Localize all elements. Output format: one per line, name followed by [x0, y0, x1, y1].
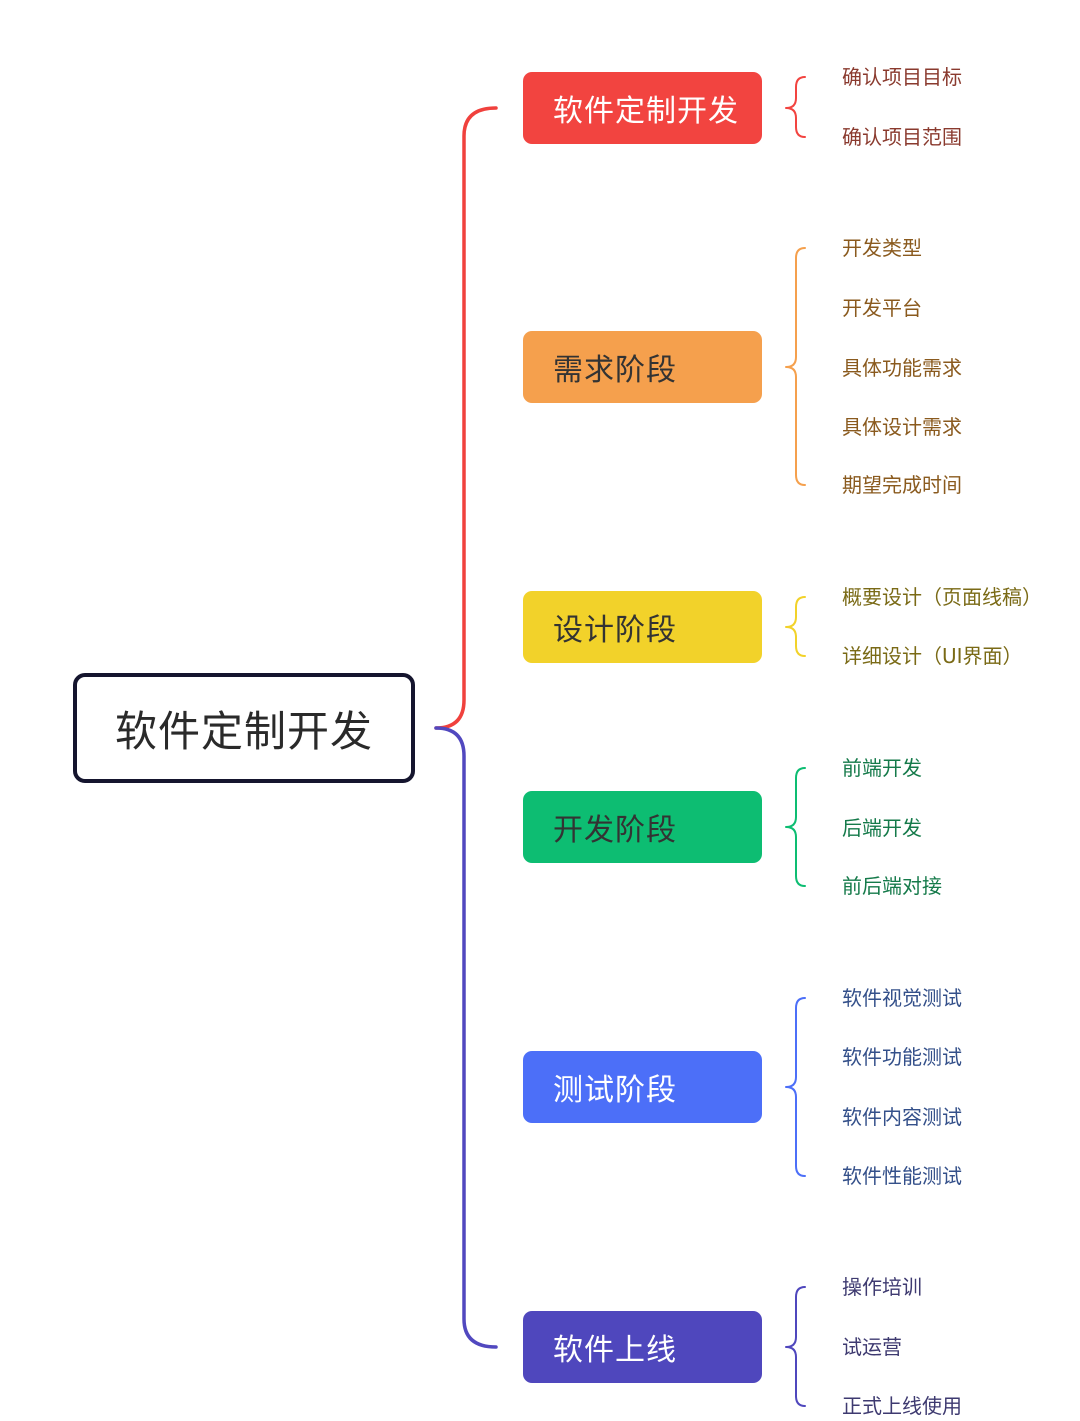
leaf-item: 正式上线使用 [842, 1394, 962, 1418]
leaf-item: 具体功能需求 [842, 356, 962, 380]
brace [785, 1286, 806, 1407]
brace [785, 76, 806, 138]
branch-node: 需求阶段 [523, 331, 762, 403]
leaf-item: 详细设计（UI界面） [842, 644, 1023, 668]
brace [785, 247, 806, 486]
branch-node-label: 需求阶段 [553, 353, 677, 388]
branch-node-label: 测试阶段 [553, 1073, 677, 1108]
leaf-item: 开发平台 [842, 296, 922, 320]
root-node: 软件定制开发 [73, 673, 415, 783]
branch-node-label: 软件上线 [553, 1333, 677, 1368]
branch-node-label: 开发阶段 [553, 813, 677, 848]
branch-node-label: 设计阶段 [553, 613, 677, 648]
branch-node: 软件上线 [523, 1311, 762, 1383]
leaf-item: 前端开发 [842, 756, 922, 780]
brace [785, 997, 806, 1177]
leaf-item: 确认项目范围 [842, 125, 962, 149]
connector-lower [434, 726, 498, 1349]
leaf-item: 试运营 [842, 1335, 902, 1359]
leaf-item: 软件性能测试 [842, 1164, 962, 1188]
leaf-item: 软件视觉测试 [842, 986, 962, 1010]
branch-node: 设计阶段 [523, 591, 762, 663]
brace [785, 596, 806, 657]
leaf-item: 软件内容测试 [842, 1105, 962, 1129]
leaf-item: 操作培训 [842, 1275, 922, 1299]
root-node-label: 软件定制开发 [114, 706, 373, 756]
branch-node: 开发阶段 [523, 791, 762, 863]
branch-node: 软件定制开发 [523, 72, 762, 144]
leaf-item: 软件功能测试 [842, 1045, 962, 1069]
leaf-item: 确认项目目标 [842, 65, 962, 89]
leaf-item: 后端开发 [842, 816, 922, 840]
branch-node: 测试阶段 [523, 1051, 762, 1123]
branch-node-label: 软件定制开发 [553, 94, 739, 129]
leaf-item: 前后端对接 [842, 874, 942, 898]
leaf-item: 具体设计需求 [842, 415, 962, 439]
leaf-item: 期望完成时间 [842, 473, 962, 497]
leaf-item: 开发类型 [842, 236, 922, 260]
brace [785, 767, 806, 887]
leaf-item: 概要设计（页面线稿） [842, 585, 1042, 609]
connector-upper [434, 106, 498, 730]
